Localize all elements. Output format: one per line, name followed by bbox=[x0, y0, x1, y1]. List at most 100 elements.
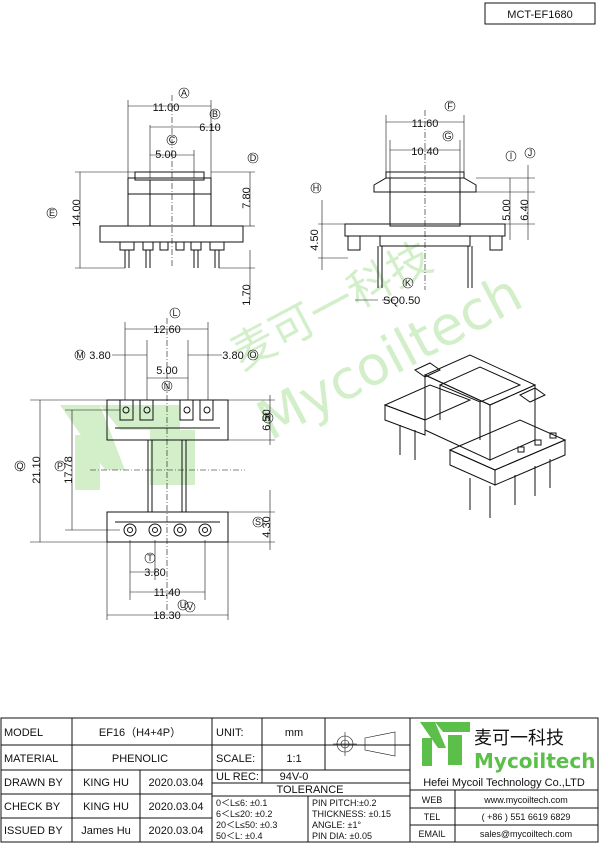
dim-n-value: 5.00 bbox=[156, 365, 177, 377]
tol-2: 6＜L≤20: ±0.2 bbox=[216, 809, 272, 819]
company-name: Hefei Mycoil Technology Co.,LTD bbox=[423, 777, 585, 789]
callout-n: N bbox=[161, 380, 173, 392]
dim-o-value: 3.80 bbox=[222, 350, 243, 362]
scale-value: 1:1 bbox=[286, 753, 301, 765]
callout-b: B bbox=[209, 108, 221, 120]
issued-date: 2020.03.04 bbox=[148, 825, 203, 837]
drawn-label: DRAWN BY bbox=[4, 777, 64, 789]
svg-text:H: H bbox=[313, 183, 320, 193]
check-date: 2020.03.04 bbox=[148, 801, 203, 813]
logo-chinese: 麦可一科技 bbox=[474, 728, 564, 749]
dim-pin-value: 1.70 bbox=[241, 284, 253, 305]
callout-p: P bbox=[54, 460, 66, 472]
callout-t: T bbox=[144, 552, 156, 564]
dim-f-value: 11.60 bbox=[412, 118, 439, 130]
callout-h: H bbox=[310, 182, 322, 194]
callout-e: E bbox=[46, 207, 58, 219]
bottom-view: 12.60 3.80 3.80 5.00 21.10 17.78 6.50 4.… bbox=[14, 307, 275, 622]
callout-o: O bbox=[247, 349, 259, 361]
watermark-logo bbox=[60, 405, 195, 490]
callout-j: J bbox=[524, 147, 536, 159]
callout-r: R bbox=[262, 412, 274, 424]
tol-3: 20＜L≤50: ±0.3 bbox=[216, 820, 277, 830]
dim-s-value: 4.30 bbox=[261, 516, 273, 537]
model-value: EF16（H4+4P） bbox=[99, 726, 181, 739]
company-logo: 麦可一科技 Mycoiltech bbox=[420, 722, 595, 773]
svg-text:V: V bbox=[187, 602, 193, 612]
svg-text:P: P bbox=[57, 461, 63, 471]
check-label: CHECK BY bbox=[4, 801, 61, 813]
svg-text:O: O bbox=[249, 350, 256, 360]
svg-text:M: M bbox=[76, 350, 84, 360]
ul-label: UL REC: bbox=[216, 771, 259, 783]
svg-text:G: G bbox=[444, 131, 451, 141]
drawn-name: KING HU bbox=[83, 777, 129, 789]
doc-id: MCT-EF1680 bbox=[507, 9, 572, 21]
callout-i: I bbox=[505, 150, 517, 162]
callout-c: C bbox=[166, 134, 178, 146]
drawn-date: 2020.03.04 bbox=[148, 777, 203, 789]
side-view: 11.60 10.40 5.00 6.40 4.50 SQ0.50 F G H … bbox=[309, 100, 536, 307]
web-label: WEB bbox=[422, 795, 443, 805]
tol-7: ANGLE: ±1° bbox=[312, 820, 361, 830]
logo-english: Mycoiltech bbox=[474, 749, 595, 773]
tel-label: TEL bbox=[424, 812, 441, 822]
issued-name: James Hu bbox=[81, 825, 131, 837]
material-value: PHENOLIC bbox=[112, 753, 168, 765]
svg-text:U: U bbox=[180, 600, 187, 610]
dim-d-value: 7.80 bbox=[241, 187, 253, 208]
front-view: 11.00 6.10 5.00 7.80 14.00 1.70 A B C D … bbox=[46, 87, 259, 306]
svg-text:I: I bbox=[510, 151, 513, 161]
tol-4: 50＜L: ±0.4 bbox=[216, 831, 262, 841]
dim-l-value: 12.60 bbox=[153, 324, 181, 336]
email-value: sales@mycoiltech.com bbox=[480, 829, 572, 839]
email-label: EMAIL bbox=[418, 829, 445, 839]
projection-symbol-icon bbox=[333, 731, 396, 757]
tol-6: THICKNESS: ±0.15 bbox=[312, 809, 391, 819]
dim-k-value: SQ0.50 bbox=[383, 295, 420, 307]
svg-text:T: T bbox=[147, 553, 153, 563]
dim-i-value: 5.00 bbox=[501, 199, 513, 220]
dim-v-value: 18.30 bbox=[153, 610, 181, 622]
dim-j-value: 6.40 bbox=[519, 199, 531, 220]
doc-id-box: MCT-EF1680 bbox=[484, 2, 596, 25]
svg-text:A: A bbox=[181, 88, 187, 98]
callout-l: L bbox=[169, 307, 181, 319]
title-block: MODEL EF16（H4+4P） MATERIAL PHENOLIC DRAW… bbox=[0, 717, 599, 843]
tolerance-label: TOLERANCE bbox=[276, 784, 343, 796]
tol-8: PIN DIA: ±0.05 bbox=[312, 831, 372, 841]
watermark: 麦可一科技 Mycoiltech bbox=[60, 232, 532, 490]
tol-1: 0＜L≤6: ±0.1 bbox=[216, 798, 267, 808]
callout-v: V bbox=[184, 601, 196, 613]
callout-k: K bbox=[402, 277, 414, 289]
svg-text:L: L bbox=[172, 308, 177, 318]
svg-text:J: J bbox=[528, 148, 533, 158]
unit-label: UNIT: bbox=[216, 727, 244, 739]
svg-text:C: C bbox=[169, 135, 176, 145]
check-name: KING HU bbox=[83, 801, 129, 813]
tel-value: ( +86 ) 551 6619 6829 bbox=[482, 812, 571, 822]
svg-text:D: D bbox=[250, 153, 257, 163]
dim-g-value: 10.40 bbox=[411, 146, 439, 158]
svg-text:N: N bbox=[164, 381, 171, 391]
callout-s: S bbox=[252, 516, 264, 528]
material-label: MATERIAL bbox=[4, 753, 58, 765]
isometric-view bbox=[383, 354, 567, 518]
dim-t-value: 3.80 bbox=[144, 567, 165, 579]
callout-f: F bbox=[444, 100, 456, 112]
callout-g: G bbox=[442, 130, 454, 142]
svg-text:S: S bbox=[255, 517, 261, 527]
svg-text:K: K bbox=[405, 278, 411, 288]
model-label: MODEL bbox=[4, 727, 43, 739]
dim-a-value: 11.00 bbox=[153, 102, 180, 114]
ul-value: 94V-0 bbox=[280, 771, 309, 783]
svg-text:E: E bbox=[49, 208, 55, 218]
tol-5: PIN PITCH:±0.2 bbox=[312, 798, 376, 808]
scale-label: SCALE: bbox=[216, 753, 255, 765]
svg-text:R: R bbox=[265, 413, 272, 423]
callout-m: M bbox=[74, 349, 86, 361]
dim-m-value: 3.80 bbox=[89, 350, 110, 362]
web-value: www.mycoiltech.com bbox=[483, 795, 568, 805]
dim-u-value: 11.40 bbox=[154, 587, 181, 599]
